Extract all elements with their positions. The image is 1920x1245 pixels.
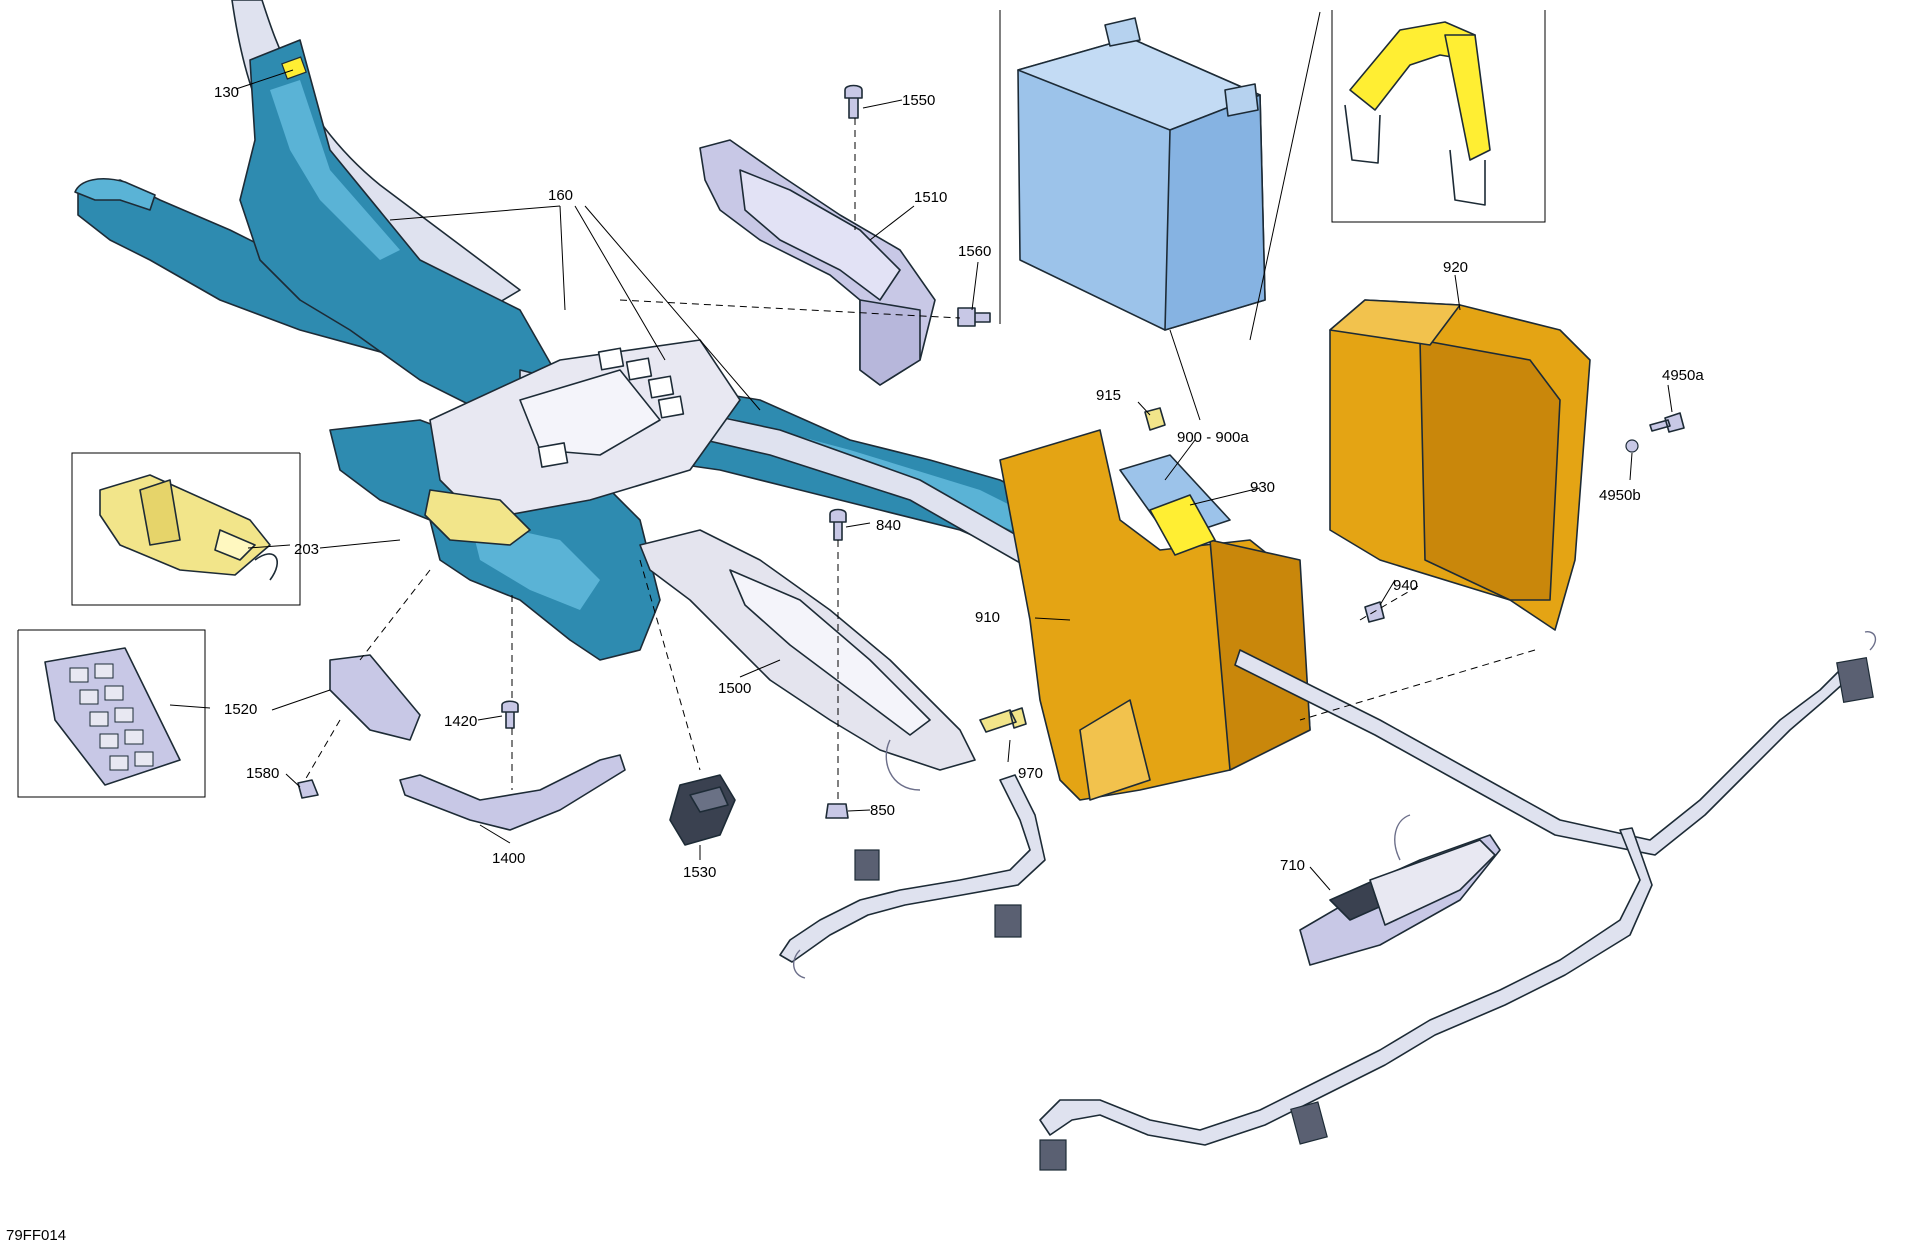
connector-203-drawing [99, 474, 279, 581]
harness-connector [1836, 657, 1874, 703]
tail-light-710-drawing [1299, 814, 1501, 966]
label-930: 930 [1250, 479, 1275, 496]
battery-box-910-drawing [979, 407, 1385, 801]
label-4950b: 4950b [1599, 487, 1641, 504]
label-1520: 1520 [224, 701, 257, 718]
rear-harness-drawing [779, 631, 1877, 1171]
label-1580: 1580 [246, 765, 279, 782]
harness-connector [854, 849, 880, 881]
nut-850 [825, 803, 849, 819]
label-1500: 1500 [718, 680, 751, 697]
inset-box-fuse-holder [17, 629, 206, 798]
label-900: 900 - 900a [1177, 429, 1249, 446]
dashed-alignment-lines [304, 118, 1536, 800]
fuse-cover-1510-drawing [699, 84, 991, 386]
inset-box-strap [1331, 10, 1546, 223]
harness-holder-1500-drawing [639, 508, 976, 819]
label-160: 160 [548, 187, 573, 204]
part-labels: 130 160 203 1550 1510 1560 840 1500 1520… [214, 84, 1704, 881]
strap-930-drawing [1344, 21, 1491, 206]
label-910: 910 [975, 609, 1000, 626]
screw-4950a [1649, 412, 1685, 433]
frame-connector-yellow [424, 489, 531, 546]
harness-connector [994, 904, 1022, 938]
leader-lines [169, 11, 1673, 891]
rivet-1580 [297, 779, 319, 799]
fuse-holder-1520-part [329, 654, 421, 741]
small-parts-left [297, 654, 736, 846]
inset-box-connector [71, 452, 301, 606]
bolt-970 [979, 707, 1027, 733]
label-970: 970 [1018, 765, 1043, 782]
control-module [281, 56, 741, 546]
label-130: 130 [214, 84, 239, 101]
fuse-holder-1520-drawing [44, 647, 181, 786]
label-1560: 1560 [958, 243, 991, 260]
label-1550: 1550 [902, 92, 935, 109]
diagram-code: 79FF014 [6, 1227, 66, 1244]
harness-connector [1290, 1101, 1328, 1145]
screw-1420 [501, 700, 519, 729]
label-1420: 1420 [444, 713, 477, 730]
label-850: 850 [870, 802, 895, 819]
frame-mid-highlight [270, 80, 400, 260]
label-1510: 1510 [914, 189, 947, 206]
label-4950a: 4950a [1662, 367, 1704, 384]
rivet-1560 [957, 307, 991, 327]
label-840: 840 [876, 517, 901, 534]
battery-cover-920-drawing [1329, 299, 1685, 631]
label-940: 940 [1393, 577, 1418, 594]
screw-840 [829, 508, 847, 541]
clip-130 [281, 56, 307, 80]
label-710: 710 [1280, 857, 1305, 874]
label-920: 920 [1443, 259, 1468, 276]
label-1400: 1400 [492, 850, 525, 867]
washer-4950b [1625, 439, 1639, 453]
screw-1550 [844, 84, 863, 119]
battery-900-drawing [1017, 17, 1266, 331]
label-915: 915 [1096, 387, 1121, 404]
plug-915 [1144, 407, 1166, 431]
label-203: 203 [294, 541, 319, 558]
harness-connector [1039, 1139, 1067, 1171]
label-1530: 1530 [683, 864, 716, 881]
bracket-1400-part [399, 754, 626, 831]
frame-left-loop [74, 178, 156, 211]
